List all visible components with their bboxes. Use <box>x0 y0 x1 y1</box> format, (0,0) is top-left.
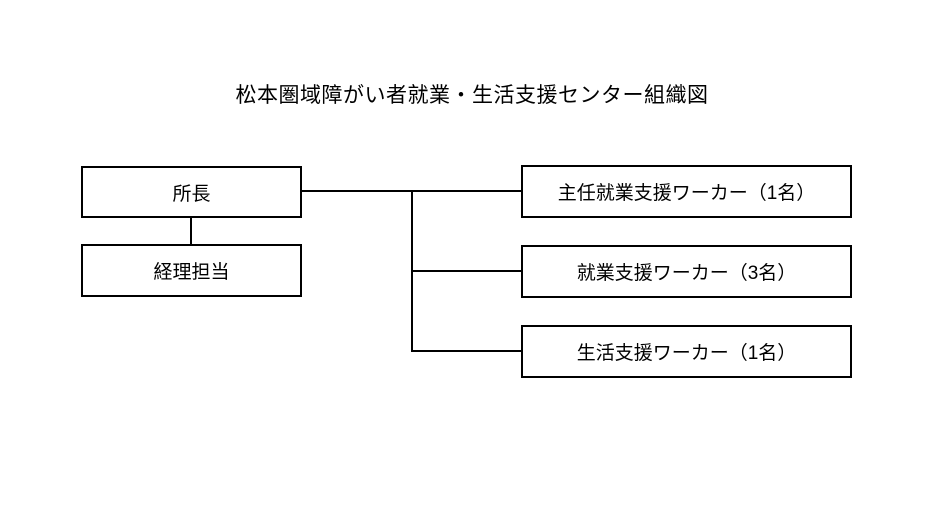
org-node-life-support-worker: 生活支援ワーカー（1名） <box>521 325 852 378</box>
org-node-accounting-label: 経理担当 <box>153 262 230 283</box>
org-node-employment-worker: 就業支援ワーカー（3名） <box>521 245 852 298</box>
chart-title: 松本圏域障がい者就業・生活支援センター組織図 <box>235 84 709 107</box>
org-node-chief-employment-worker: 主任就業支援ワーカー（1名） <box>521 165 852 218</box>
org-node-chief-employment-worker-label: 主任就業支援ワーカー（1名） <box>557 183 816 204</box>
org-node-director: 所長 <box>81 166 302 218</box>
org-node-life-support-worker-label: 生活支援ワーカー（1名） <box>576 343 797 364</box>
connector-branch-life-support-worker <box>413 350 521 352</box>
org-node-director-label: 所長 <box>172 183 211 205</box>
connector-trunk-vertical <box>411 190 413 352</box>
org-node-accounting: 経理担当 <box>81 244 302 297</box>
connector-director-to-accounting <box>190 218 192 244</box>
org-node-employment-worker-label: 就業支援ワーカー（3名） <box>576 263 797 284</box>
connector-branch-employment-worker <box>413 270 521 272</box>
